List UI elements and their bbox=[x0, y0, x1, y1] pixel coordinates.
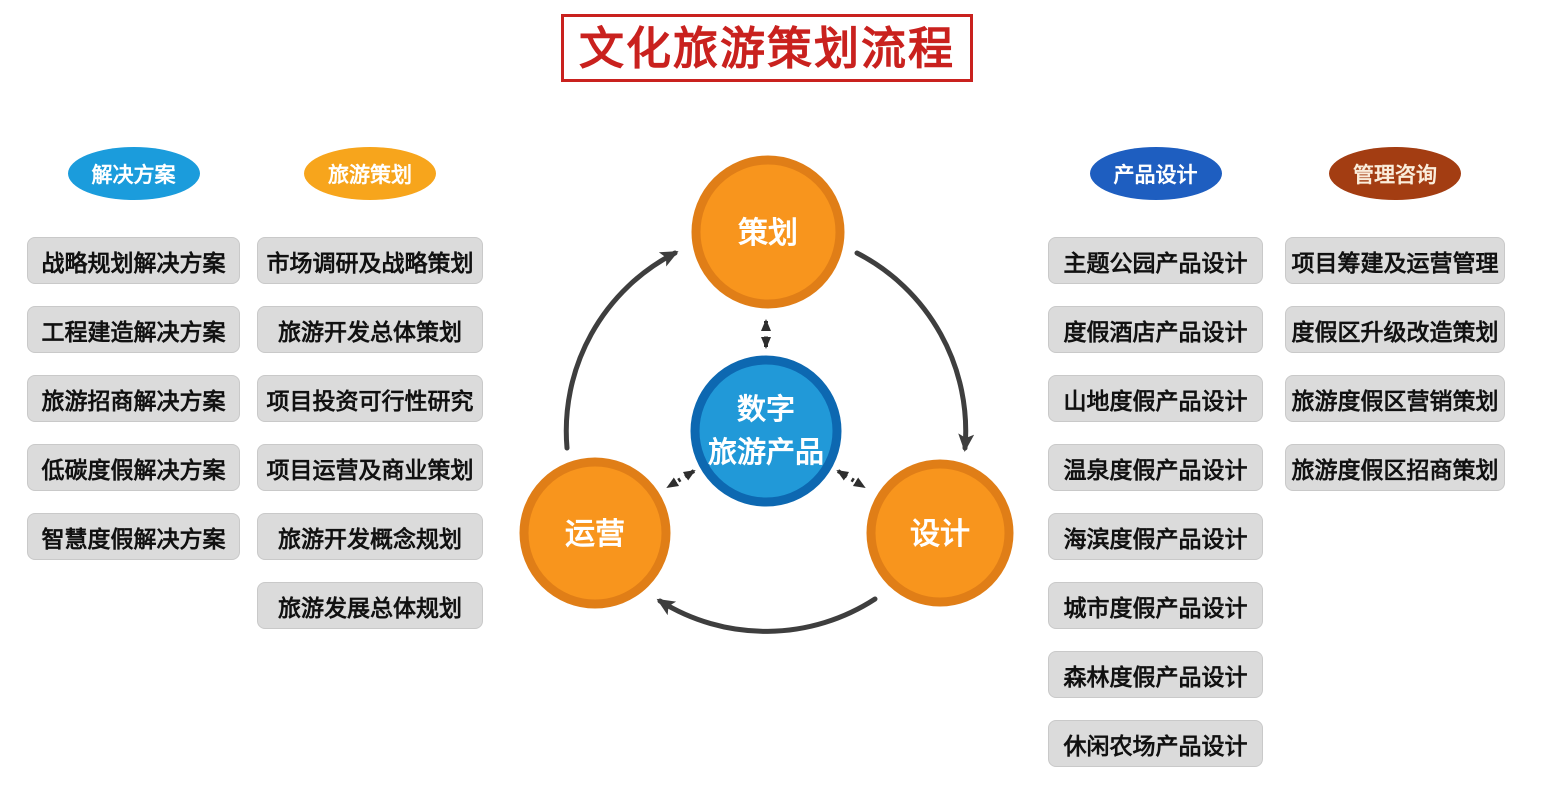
dotted-link-center-design-arrow bbox=[836, 469, 866, 489]
node-planning-label: 策划 bbox=[738, 216, 798, 250]
list-item: 主题公园产品设计 bbox=[1048, 237, 1263, 284]
node-operation-label: 运营 bbox=[565, 518, 625, 551]
list-item: 度假区升级改造策划 bbox=[1285, 306, 1505, 353]
list-item: 项目筹建及运营管理 bbox=[1285, 237, 1505, 284]
node-operation-circle bbox=[519, 457, 671, 609]
list-item: 旅游度假区营销策划 bbox=[1285, 375, 1505, 422]
list-item: 休闲农场产品设计 bbox=[1048, 720, 1263, 767]
arc-operation-to-planning-arrow bbox=[563, 250, 679, 451]
list-item: 低碳度假解决方案 bbox=[27, 444, 240, 491]
list-item: 山地度假产品设计 bbox=[1048, 375, 1263, 422]
list-item: 城市度假产品设计 bbox=[1048, 582, 1263, 629]
column-header-solutions: 解决方案 bbox=[67, 147, 200, 200]
list-item: 旅游度假区招商策划 bbox=[1285, 444, 1505, 491]
column-solutions: 解决方案 战略规划解决方案 工程建造解决方案 旅游招商解决方案 低碳度假解决方案… bbox=[27, 147, 240, 560]
node-design-label: 设计 bbox=[910, 518, 970, 551]
column-header-tourism-planning: 旅游策划 bbox=[304, 147, 436, 200]
list-item: 智慧度假解决方案 bbox=[27, 513, 240, 560]
center-label-line1: 数字 bbox=[737, 392, 795, 426]
arc-planning-to-design-arrow bbox=[854, 250, 975, 452]
list-item: 度假酒店产品设计 bbox=[1048, 306, 1263, 353]
center-label-line2: 旅游产品 bbox=[708, 436, 824, 469]
list-item: 项目运营及商业策划 bbox=[257, 444, 483, 491]
cycle-diagram: 策划 运营 设计 数字 旅游产品 bbox=[519, 155, 1014, 634]
column-header-product-design: 产品设计 bbox=[1089, 147, 1222, 200]
list-item: 工程建造解决方案 bbox=[27, 306, 240, 353]
list-item: 战略规划解决方案 bbox=[27, 237, 240, 284]
list-item: 项目投资可行性研究 bbox=[257, 375, 483, 422]
node-design-circle bbox=[866, 459, 1014, 607]
node-planning-circle bbox=[691, 155, 845, 309]
list-item: 旅游招商解决方案 bbox=[27, 375, 240, 422]
list-item: 旅游开发总体策划 bbox=[257, 306, 483, 353]
list-item: 海滨度假产品设计 bbox=[1048, 513, 1263, 560]
list-item: 市场调研及战略策划 bbox=[257, 237, 483, 284]
list-item: 温泉度假产品设计 bbox=[1048, 444, 1263, 491]
column-product-design: 产品设计 主题公园产品设计 度假酒店产品设计 山地度假产品设计 温泉度假产品设计… bbox=[1048, 147, 1263, 767]
list-item: 森林度假产品设计 bbox=[1048, 651, 1263, 698]
column-management-consulting: 管理咨询 项目筹建及运营管理 度假区升级改造策划 旅游度假区营销策划 旅游度假区… bbox=[1285, 147, 1505, 491]
node-digital-tourism-product-circle bbox=[690, 355, 842, 507]
list-item: 旅游发展总体规划 bbox=[257, 582, 483, 629]
page-title: 文化旅游策划流程 bbox=[578, 22, 955, 74]
title-box: 文化旅游策划流程 bbox=[561, 14, 973, 82]
dotted-link-center-operation-arrow bbox=[666, 469, 696, 489]
arc-design-to-operation-arrow bbox=[656, 596, 878, 634]
column-tourism-planning: 旅游策划 市场调研及战略策划 旅游开发总体策划 项目投资可行性研究 项目运营及商… bbox=[257, 147, 483, 629]
list-item: 旅游开发概念规划 bbox=[257, 513, 483, 560]
column-header-management-consulting: 管理咨询 bbox=[1329, 147, 1461, 200]
